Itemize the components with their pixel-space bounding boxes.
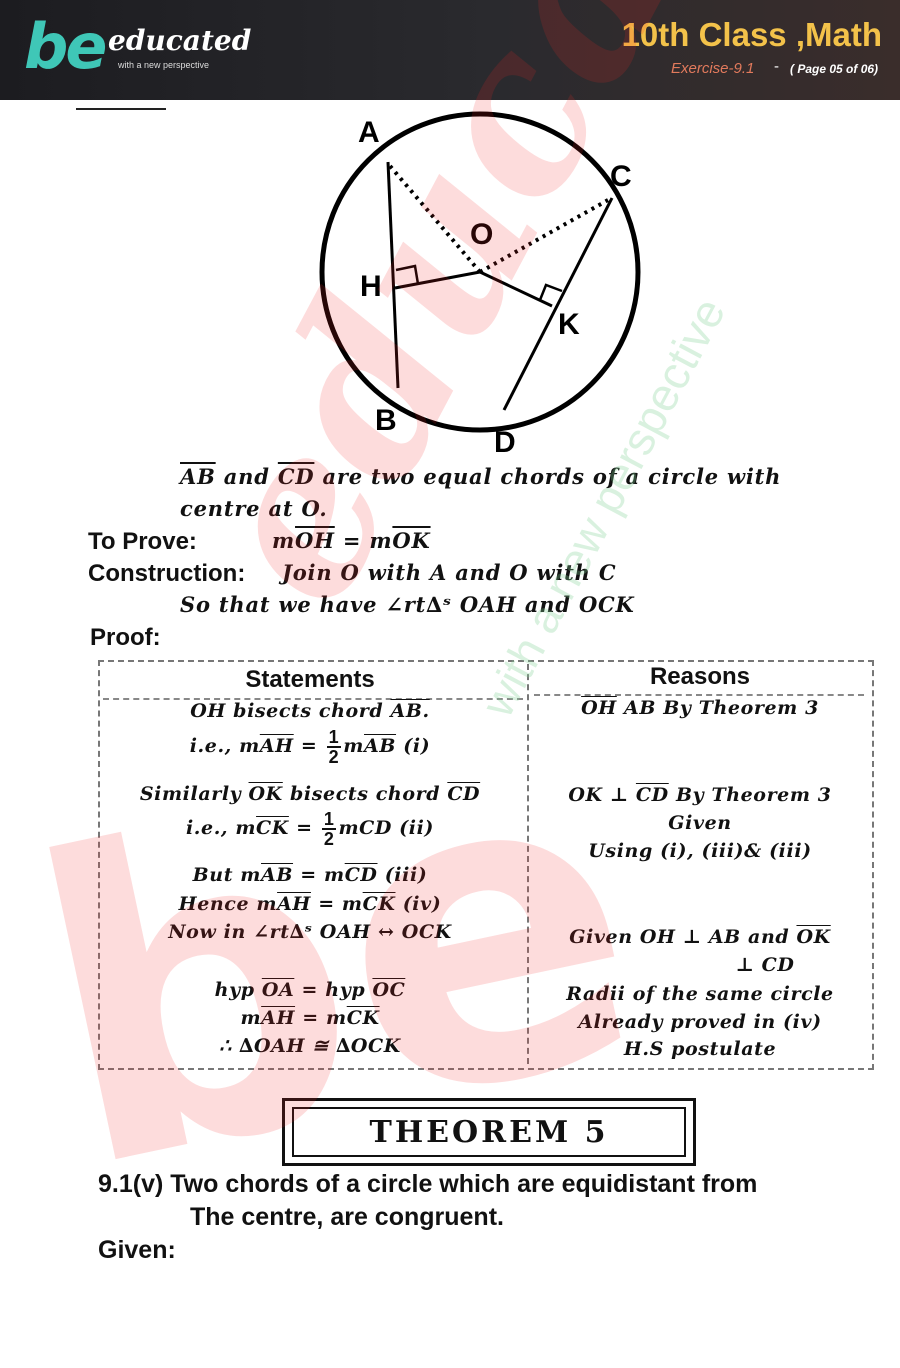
logo-word: educated — [108, 24, 252, 57]
reasons-header: Reasons — [649, 663, 751, 690]
segment-oh — [394, 270, 481, 290]
right-angle-h — [395, 264, 420, 285]
beeducated-logo: be educated with a new perspective — [10, 6, 251, 94]
reason-6: ⊥ CD — [735, 954, 795, 976]
given-line-2: centre at O. — [180, 496, 328, 521]
label-c: C — [610, 160, 632, 193]
statement-5: But mAB = mCD (iii) — [192, 864, 428, 886]
logo-mark: be — [24, 10, 107, 83]
segment-oc-dotted — [479, 198, 609, 274]
segment-ok — [479, 270, 553, 308]
circle-diagram-svg — [319, 111, 641, 433]
theorem-box: THEOREM 5 — [282, 1098, 696, 1166]
page-header: be educated with a new perspective 10th … — [0, 0, 900, 100]
statement-3: Similarly OK bisects chord CD — [139, 783, 481, 805]
given-line-1: AB and CD are two equal chords of a circ… — [180, 464, 782, 489]
theorem-statement-line-1: 9.1(v) Two chords of a circle which are … — [98, 1170, 758, 1198]
reason-8: Already proved in (iv) — [578, 1011, 822, 1033]
label-b: B — [375, 404, 397, 437]
label-d: D — [494, 426, 516, 459]
to-prove-label: To Prove: — [88, 528, 197, 555]
reason-4: Using (i), (iii)& (iii) — [588, 840, 812, 862]
logo-tagline: with a new perspective — [118, 60, 210, 70]
given-label: Given: — [98, 1236, 176, 1264]
theorem-title: THEOREM 5 — [292, 1107, 686, 1157]
statement-1: OH bisects chord AB. — [190, 700, 430, 722]
right-angle-k — [538, 283, 563, 301]
chord-ab — [386, 161, 400, 389]
statement-10: ∴ ∆OAH ≅ ∆OCK — [219, 1035, 401, 1057]
label-o: O — [470, 218, 494, 251]
table-divider — [527, 664, 529, 1064]
reason-9: H.S postulate — [623, 1038, 777, 1060]
construction-label: Construction: — [88, 560, 246, 587]
header-rule-right — [534, 694, 864, 696]
statements-header: Statements — [245, 666, 375, 693]
reason-7: Radii of the same circle — [566, 983, 834, 1005]
reason-3: Given — [668, 812, 732, 834]
reason-5: Given OH ⊥ AB and OK — [569, 926, 831, 948]
label-k: K — [558, 308, 580, 341]
circle — [319, 111, 641, 433]
statement-8: hyp OA = hyp OC — [214, 979, 406, 1001]
proof-label: Proof: — [90, 624, 161, 651]
circle-diagram: A C O H K B D — [300, 110, 660, 465]
statement-6: Hence mAH = mCK (iv) — [178, 893, 442, 915]
proof-table — [98, 660, 874, 1070]
label-a: A — [358, 116, 380, 149]
construction-line-2: So that we have ∠rt∆ˢ OAH and OCK — [180, 592, 635, 617]
header-title: 10th Class ,Math — [621, 16, 882, 53]
top-rule — [76, 108, 166, 110]
reason-1: OH AB By Theorem 3 — [581, 697, 819, 719]
to-prove-statement: mOH = mOK — [272, 528, 431, 553]
label-h: H — [360, 270, 382, 303]
chord-cd — [502, 197, 614, 411]
page-indicator: ( Page 05 of 06) — [790, 62, 879, 76]
reason-2: OK ⊥ CD By Theorem 3 — [568, 784, 832, 806]
header-dash: - — [774, 58, 779, 75]
theorem-statement-line-2: The centre, are congruent. — [190, 1203, 504, 1231]
header-rule-left — [103, 698, 523, 700]
segment-oa-dotted — [388, 164, 482, 274]
statement-9: mAH = mCK — [240, 1007, 380, 1029]
exercise-label: Exercise-9.1 — [671, 60, 755, 77]
construction-text: Join O with A and O with C — [282, 560, 617, 585]
statement-7: Now in ∠rt∆ˢ OAH ↔ OCK — [168, 921, 452, 943]
